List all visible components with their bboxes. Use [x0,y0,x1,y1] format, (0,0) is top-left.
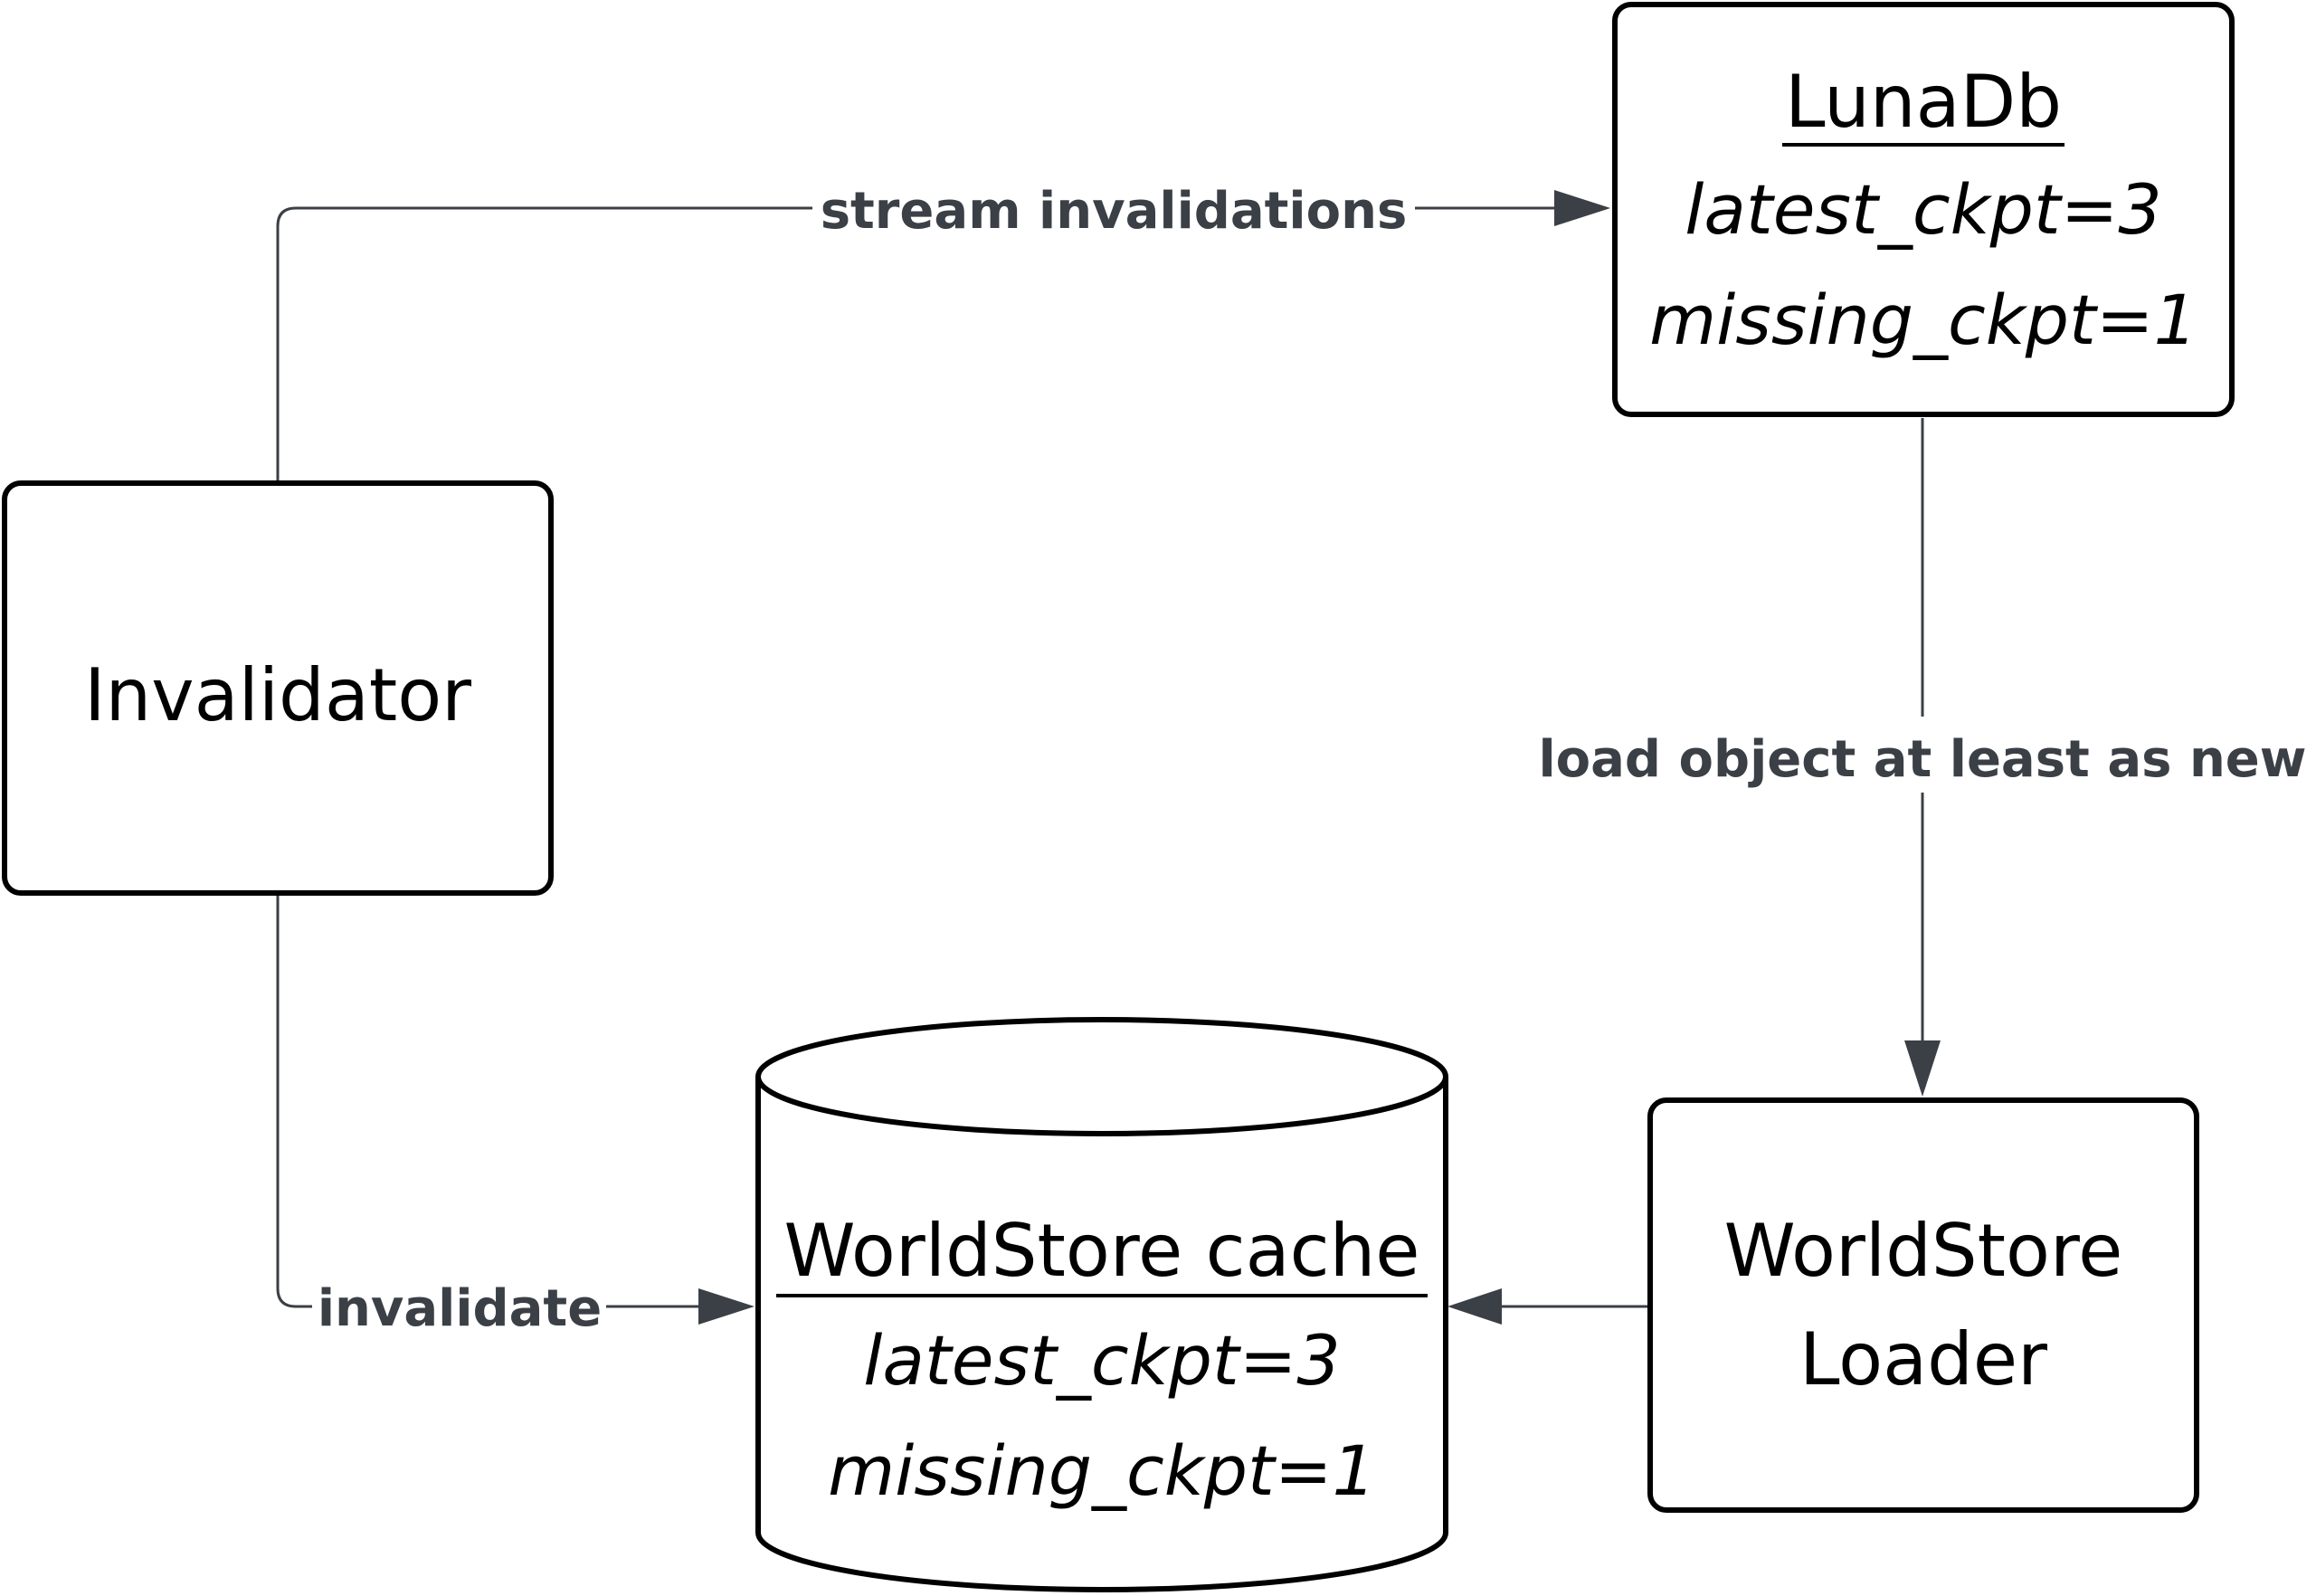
edge-label-invalidate: invalidate [318,1279,602,1338]
edge-stream-invalidations-line [276,206,1556,481]
arrow-head-cache-left [698,1288,755,1325]
worldstore-cache-field-latest-ckpt: latest_ckpt=3 [863,1320,1341,1401]
node-worldstore-loader: WorldStore Loader [1647,1097,2199,1513]
worldstore-loader-box [1647,1097,2199,1513]
worldstore-loader-title-line-1: WorldStore [1724,1209,2123,1293]
lunadb-box [1612,2,2235,417]
edge-label-stream-invalidations: stream invalidations [821,182,1408,241]
edge-invalidate: invalidate [276,894,755,1343]
worldstore-cache-field-missing-ckpt: missing_ckpt=1 [828,1430,1376,1511]
invalidator-title: Invalidator [84,653,471,737]
edge-stream-invalidations: stream invalidations [276,172,1610,481]
lunadb-title: LunaDb [1785,60,2062,144]
edge-invalidate-line [276,894,706,1308]
node-worldstore-cache: WorldStore cache latest_ckpt=3 missing_c… [755,1017,1448,1592]
worldstore-cache-cylinder-top [755,1017,1448,1136]
arrow-head-lunadb [1554,190,1610,226]
edge-load-object: load object at least as new [1529,418,2316,1097]
edge-loader-to-cache [1448,1288,1648,1325]
node-invalidator: Invalidator [2,480,554,896]
arrow-head-cache-right [1448,1288,1502,1325]
lunadb-field-latest-ckpt: latest_ckpt=3 [1685,169,2162,250]
arrow-head-loader [1904,1040,1941,1097]
node-lunadb: LunaDb latest_ckpt=3 missing_ckpt=1 [1612,2,2235,417]
worldstore-cache-title: WorldStore cache [783,1209,1419,1293]
invalidator-box [2,480,554,896]
lunadb-field-missing-ckpt: missing_ckpt=1 [1649,280,2197,360]
worldstore-cache-cylinder-body [755,1077,1448,1592]
worldstore-loader-title-line-2: Loader [1799,1317,2047,1401]
edge-label-load-object: load object at least as new [1538,730,2306,789]
